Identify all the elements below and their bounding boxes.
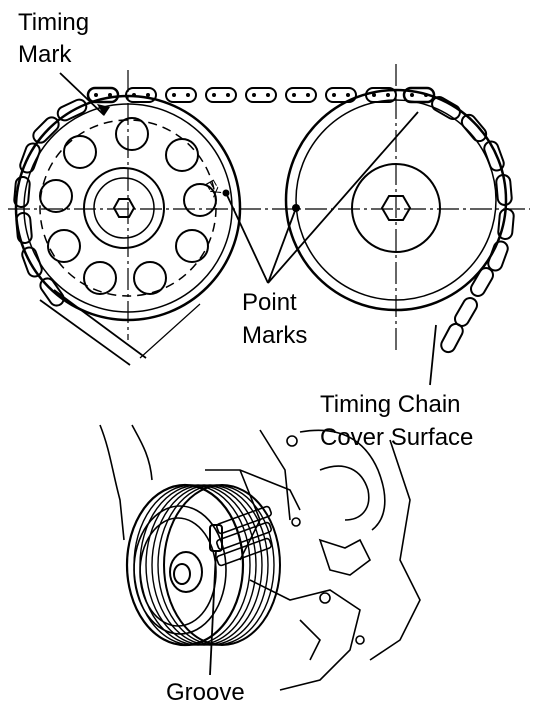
- chain-cover-label-line2: Cover Surface: [320, 424, 473, 451]
- engine-block-outline: [99, 424, 421, 691]
- chain-right-run: [431, 96, 515, 354]
- leader-lines: [59, 72, 437, 386]
- right-bolt-hex: [380, 195, 412, 221]
- chain-cover-label-line1: Timing Chain: [320, 391, 461, 418]
- chain-top-run: [86, 86, 436, 104]
- timing-mark-label-line1: Timing: [18, 9, 89, 36]
- left-bolt-hex: [112, 198, 136, 218]
- timing-mark-arrow: [97, 104, 110, 116]
- crankshaft-pulley-assembly: [99, 424, 421, 691]
- point-marks-label-line2: Marks: [242, 322, 307, 349]
- cover-timing-marks: [216, 505, 272, 567]
- groove-label: Groove: [166, 679, 245, 706]
- left-sprocket-holes: [39, 117, 217, 295]
- chain-left-run: [13, 98, 88, 307]
- ex-mark-label: EX: [203, 177, 225, 200]
- camshaft-sprocket-assembly: EX: [8, 64, 530, 386]
- labels: Timing Mark Point Marks Timing Chain Cov…: [18, 9, 473, 706]
- timing-chain: [13, 86, 515, 366]
- timing-mark-label-line2: Mark: [18, 41, 72, 68]
- center-lines: [8, 64, 530, 350]
- crankshaft-pulley: [125, 483, 281, 676]
- point-marks-label-line1: Point: [242, 289, 297, 316]
